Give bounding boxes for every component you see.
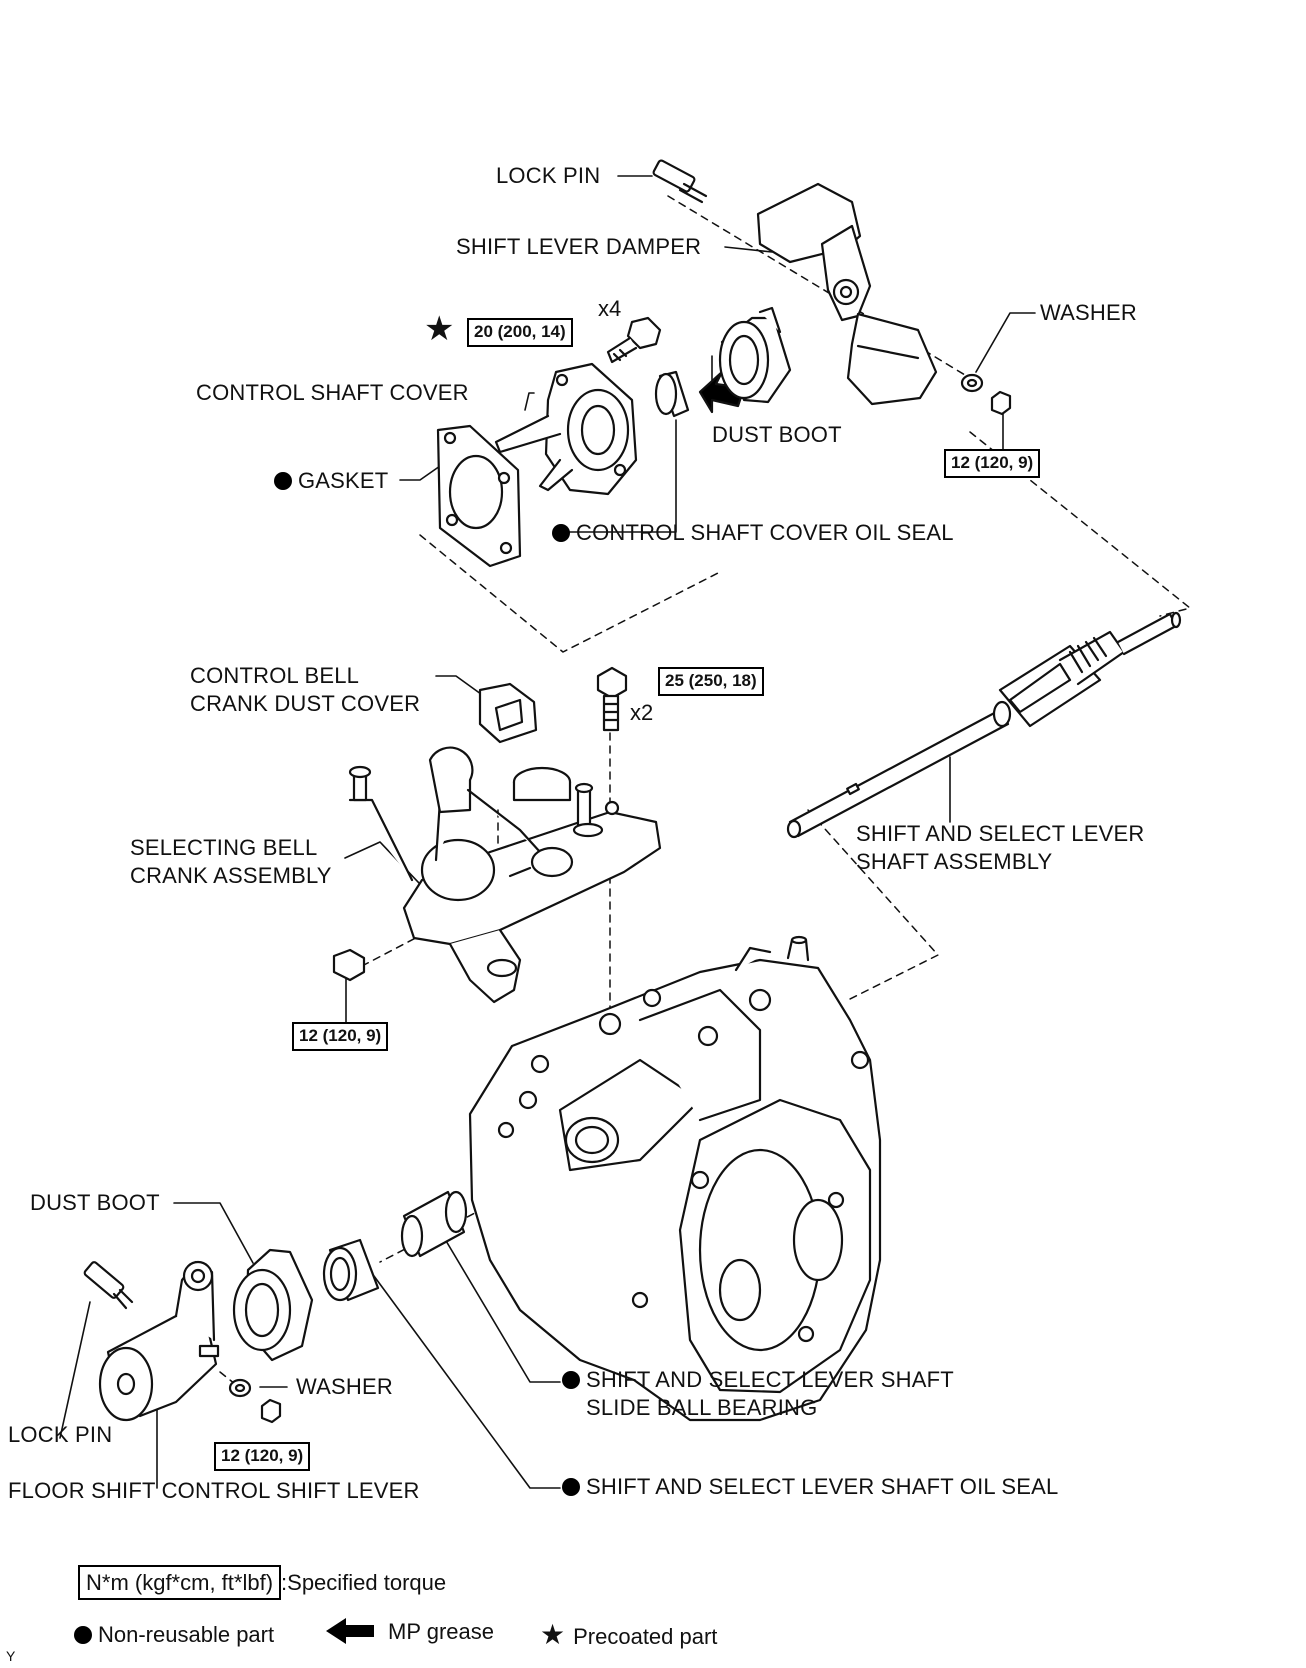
bell-crank-bolt-part	[596, 666, 628, 732]
shift-select-shaft-part	[786, 611, 1182, 839]
label-oil-seal-text: CONTROL SHAFT COVER OIL SEAL	[576, 520, 954, 545]
non-reusable-dot-icon	[562, 1371, 580, 1389]
legend-mp-grease-text: MP grease	[388, 1619, 494, 1644]
legend-precoated: ★ Precoated part	[540, 1618, 717, 1651]
label-shaft-oil-seal: SHIFT AND SELECT LEVER SHAFT OIL SEAL	[562, 1476, 1058, 1498]
label-selecting-bell-crank: SELECTING BELL CRANK ASSEMBLY	[130, 834, 332, 890]
floor-shift-lever-part	[98, 1260, 220, 1422]
label-lock-pin-bottom: LOCK PIN	[8, 1422, 113, 1447]
bell-crank-nut-part	[332, 948, 366, 982]
label-lock-pin-top: LOCK PIN	[496, 163, 601, 188]
torque-cover-bolt: 20 (200, 14)	[467, 318, 573, 347]
label-line-1: SHIFT AND SELECT LEVER SHAFT	[562, 1366, 954, 1394]
top-washer-nut	[960, 373, 1012, 416]
label-slide-ball-bearing: SHIFT AND SELECT LEVER SHAFT SLIDE BALL …	[562, 1366, 954, 1422]
dust-boot-bottom-part	[232, 1248, 314, 1362]
label-control-shaft-cover: CONTROL SHAFT COVER	[196, 380, 469, 405]
label-shift-lever-damper: SHIFT LEVER DAMPER	[456, 234, 702, 259]
selecting-bell-crank-part	[348, 746, 662, 1004]
legend-precoated-text: Precoated part	[573, 1624, 718, 1649]
lock-pin-top-part	[652, 159, 708, 204]
label-gasket-text: GASKET	[298, 468, 389, 493]
slide-ball-bearing-part	[400, 1190, 468, 1258]
non-reusable-dot-icon	[562, 1478, 580, 1496]
label-line-2: SLIDE BALL BEARING	[586, 1395, 818, 1420]
lock-pin-bottom-part	[83, 1261, 134, 1310]
torque-bell-crank-bolt: 25 (250, 18)	[658, 667, 764, 696]
label-dust-boot-top: DUST BOOT	[712, 422, 842, 447]
label-gasket: GASKET	[274, 470, 388, 492]
label-shaft-oil-seal-text: SHIFT AND SELECT LEVER SHAFT OIL SEAL	[586, 1474, 1059, 1499]
label-line-1: SELECTING BELL	[130, 835, 318, 860]
cover-bolt-part	[606, 316, 662, 364]
shift-lever-damper-part	[756, 182, 938, 406]
non-reusable-dot-icon	[74, 1626, 92, 1644]
legend-non-reusable: Non-reusable part	[74, 1622, 274, 1648]
control-shaft-cover-part	[494, 362, 638, 496]
non-reusable-dot-icon	[274, 472, 292, 490]
label-line-1: CONTROL BELL	[190, 663, 360, 688]
mp-grease-arrow-icon	[326, 1618, 374, 1644]
dust-boot-top-part	[718, 306, 792, 404]
legend-torque: N*m (kgf*cm, ft*lbf):Specified torque	[78, 1565, 447, 1600]
label-shift-select-shaft: SHIFT AND SELECT LEVER SHAFT ASSEMBLY	[856, 820, 1144, 876]
label-line-2: SHAFT ASSEMBLY	[856, 849, 1053, 874]
torque-top-nut: 12 (120, 9)	[944, 449, 1041, 478]
legend-non-reusable-text: Non-reusable part	[98, 1622, 275, 1647]
label-bearing-line-1: SHIFT AND SELECT LEVER SHAFT	[586, 1367, 954, 1392]
cover-oil-seal-part	[654, 370, 690, 418]
label-washer-top: WASHER	[1040, 300, 1137, 325]
bell-crank-dust-cover-part	[478, 682, 538, 744]
bottom-washer-nut	[228, 1378, 282, 1424]
label-line-1: SHIFT AND SELECT LEVER	[856, 821, 1145, 846]
torque-bell-crank-nut: 12 (120, 9)	[292, 1022, 389, 1051]
transmission-case-part	[468, 935, 882, 1422]
non-reusable-dot-icon	[552, 524, 570, 542]
legend-torque-box: N*m (kgf*cm, ft*lbf)	[78, 1565, 282, 1600]
label-control-bell-crank-dust-cover: CONTROL BELL CRANK DUST COVER	[190, 662, 420, 718]
torque-bottom-nut: 12 (120, 9)	[214, 1442, 311, 1471]
precoated-star-icon: ★	[540, 1619, 566, 1650]
label-dust-boot-bottom: DUST BOOT	[30, 1190, 160, 1215]
legend-mp-grease: MP grease	[326, 1618, 494, 1645]
label-line-2: CRANK ASSEMBLY	[130, 863, 332, 888]
label-control-shaft-cover-oil-seal: CONTROL SHAFT COVER OIL SEAL	[552, 522, 954, 544]
legend-torque-text: :Specified torque	[281, 1570, 447, 1595]
gasket-part	[436, 424, 522, 568]
corner-tag: Y	[6, 1648, 16, 1664]
qty-cover-bolt: x4	[598, 296, 622, 321]
leader-lines	[59, 175, 1036, 1489]
label-floor-shift-lever: FLOOR SHIFT CONTROL SHIFT LEVER	[8, 1478, 420, 1503]
precoated-star-icon: ★	[424, 310, 455, 348]
label-line-2: CRANK DUST COVER	[190, 691, 421, 716]
shaft-oil-seal-part	[322, 1238, 380, 1302]
label-washer-bottom: WASHER	[296, 1374, 393, 1399]
qty-bell-crank-bolt: x2	[630, 700, 654, 725]
